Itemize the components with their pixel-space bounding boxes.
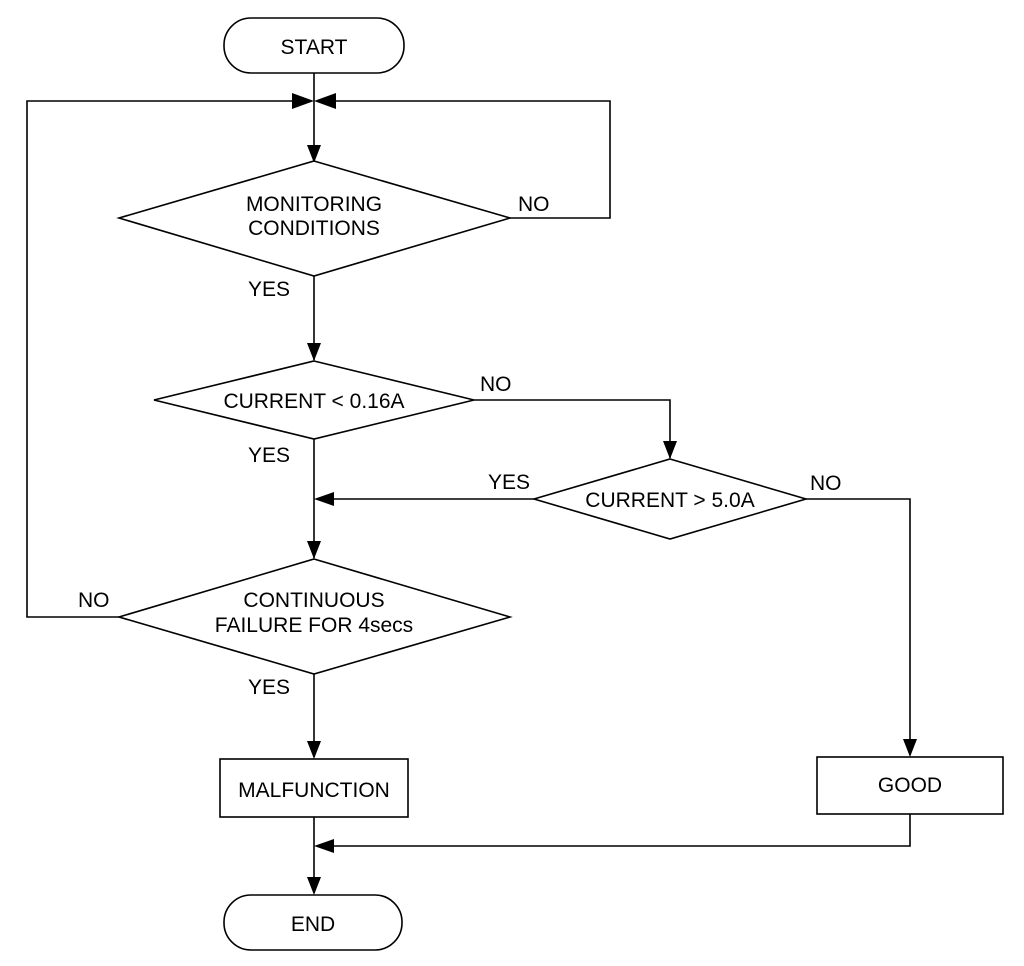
malfunction-node: MALFUNCTION [219, 758, 409, 818]
arrow-into-end [307, 877, 321, 895]
arrow-good-merge [314, 839, 334, 853]
current-low-label: CURRENT < 0.16A [223, 390, 404, 413]
continuous-label-line2: FAILURE FOR 4secs [215, 614, 413, 637]
connector-current-high-no [806, 498, 911, 755]
arrow-loop-right [314, 93, 336, 109]
monitoring-yes-label: YES [248, 278, 290, 301]
continuous-label-line1: CONTINUOUS [243, 589, 384, 612]
current-low-yes-label: YES [248, 444, 290, 467]
arrow-into-continuous [307, 541, 321, 559]
arrow-into-good [903, 739, 917, 757]
start-label: START [281, 36, 348, 59]
arrow-into-current-high [663, 441, 677, 459]
current-high-yes-label: YES [488, 471, 530, 494]
arrow-into-current-low [307, 343, 321, 361]
connector-continuous-no-loop [26, 100, 296, 618]
current-high-label: CURRENT > 5.0A [585, 489, 754, 512]
continuous-yes-label: YES [248, 676, 290, 699]
continuous-failure-decision: CONTINUOUS FAILURE FOR 4secs [116, 558, 513, 675]
arrow-loop-left [292, 93, 314, 109]
connector-good-to-end [330, 814, 911, 847]
good-label: GOOD [878, 774, 942, 797]
monitoring-label-line1: MONITORING [246, 193, 382, 216]
current-high-decision: CURRENT > 5.0A [531, 458, 809, 540]
monitoring-no-label: NO [518, 193, 550, 216]
monitoring-label-line2: CONDITIONS [248, 217, 380, 240]
arrow-current-high-yes [314, 492, 334, 506]
good-node: GOOD [816, 756, 1004, 815]
start-node: START [223, 17, 405, 74]
current-high-no-label: NO [810, 472, 842, 495]
connector-monitoring-no-loop [332, 100, 611, 219]
continuous-no-label: NO [78, 589, 110, 612]
connector-current-low-no [474, 399, 671, 458]
arrow-into-malfunction [307, 741, 321, 759]
malfunction-label: MALFUNCTION [238, 779, 390, 802]
end-node: END [223, 894, 403, 951]
arrow-into-monitoring [307, 145, 321, 163]
monitoring-conditions-decision: MONITORING CONDITIONS [116, 160, 513, 277]
end-label: END [291, 913, 335, 936]
current-low-decision: CURRENT < 0.16A [153, 360, 475, 440]
current-low-no-label: NO [480, 373, 512, 396]
